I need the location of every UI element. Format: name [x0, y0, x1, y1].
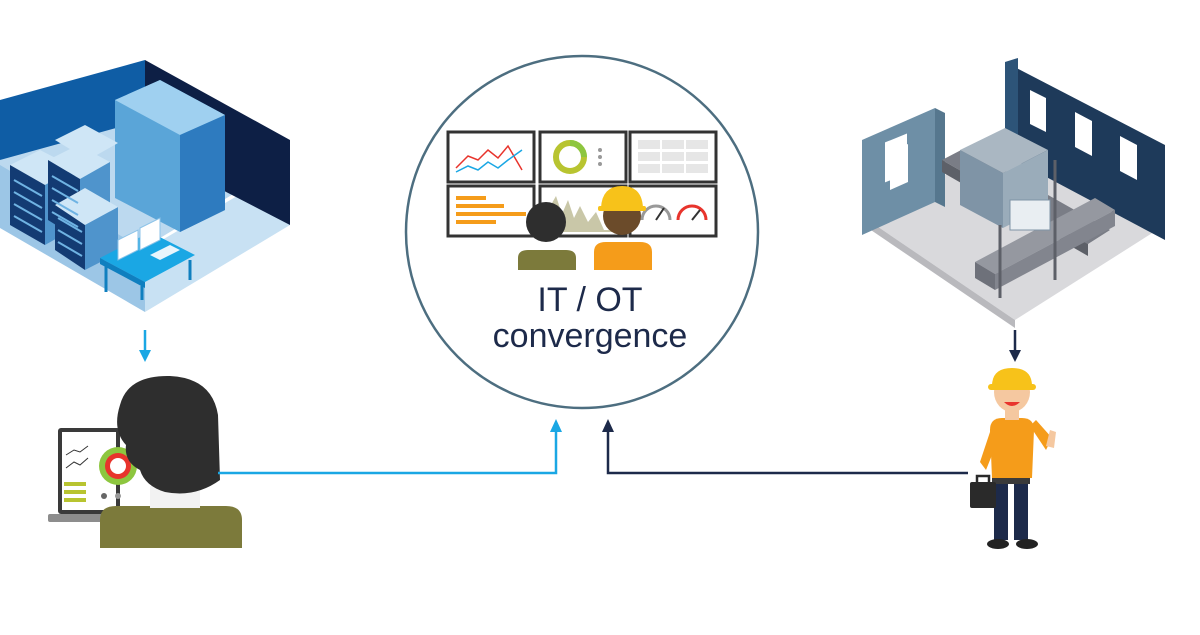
factory-floor-icon [862, 58, 1165, 328]
caption-line-2: convergence [492, 317, 688, 355]
ot-worker-icon [970, 368, 1056, 549]
it-down-arrow [139, 330, 151, 362]
server-room-icon [0, 60, 290, 312]
it-connector-arrow [218, 419, 562, 475]
caption-line-1: IT / OT [537, 281, 643, 319]
control-room-monitors-icon [446, 130, 718, 270]
ot-connector-arrow [602, 419, 968, 475]
ot-down-arrow [1009, 330, 1021, 362]
it-engineer-icon [48, 375, 242, 548]
